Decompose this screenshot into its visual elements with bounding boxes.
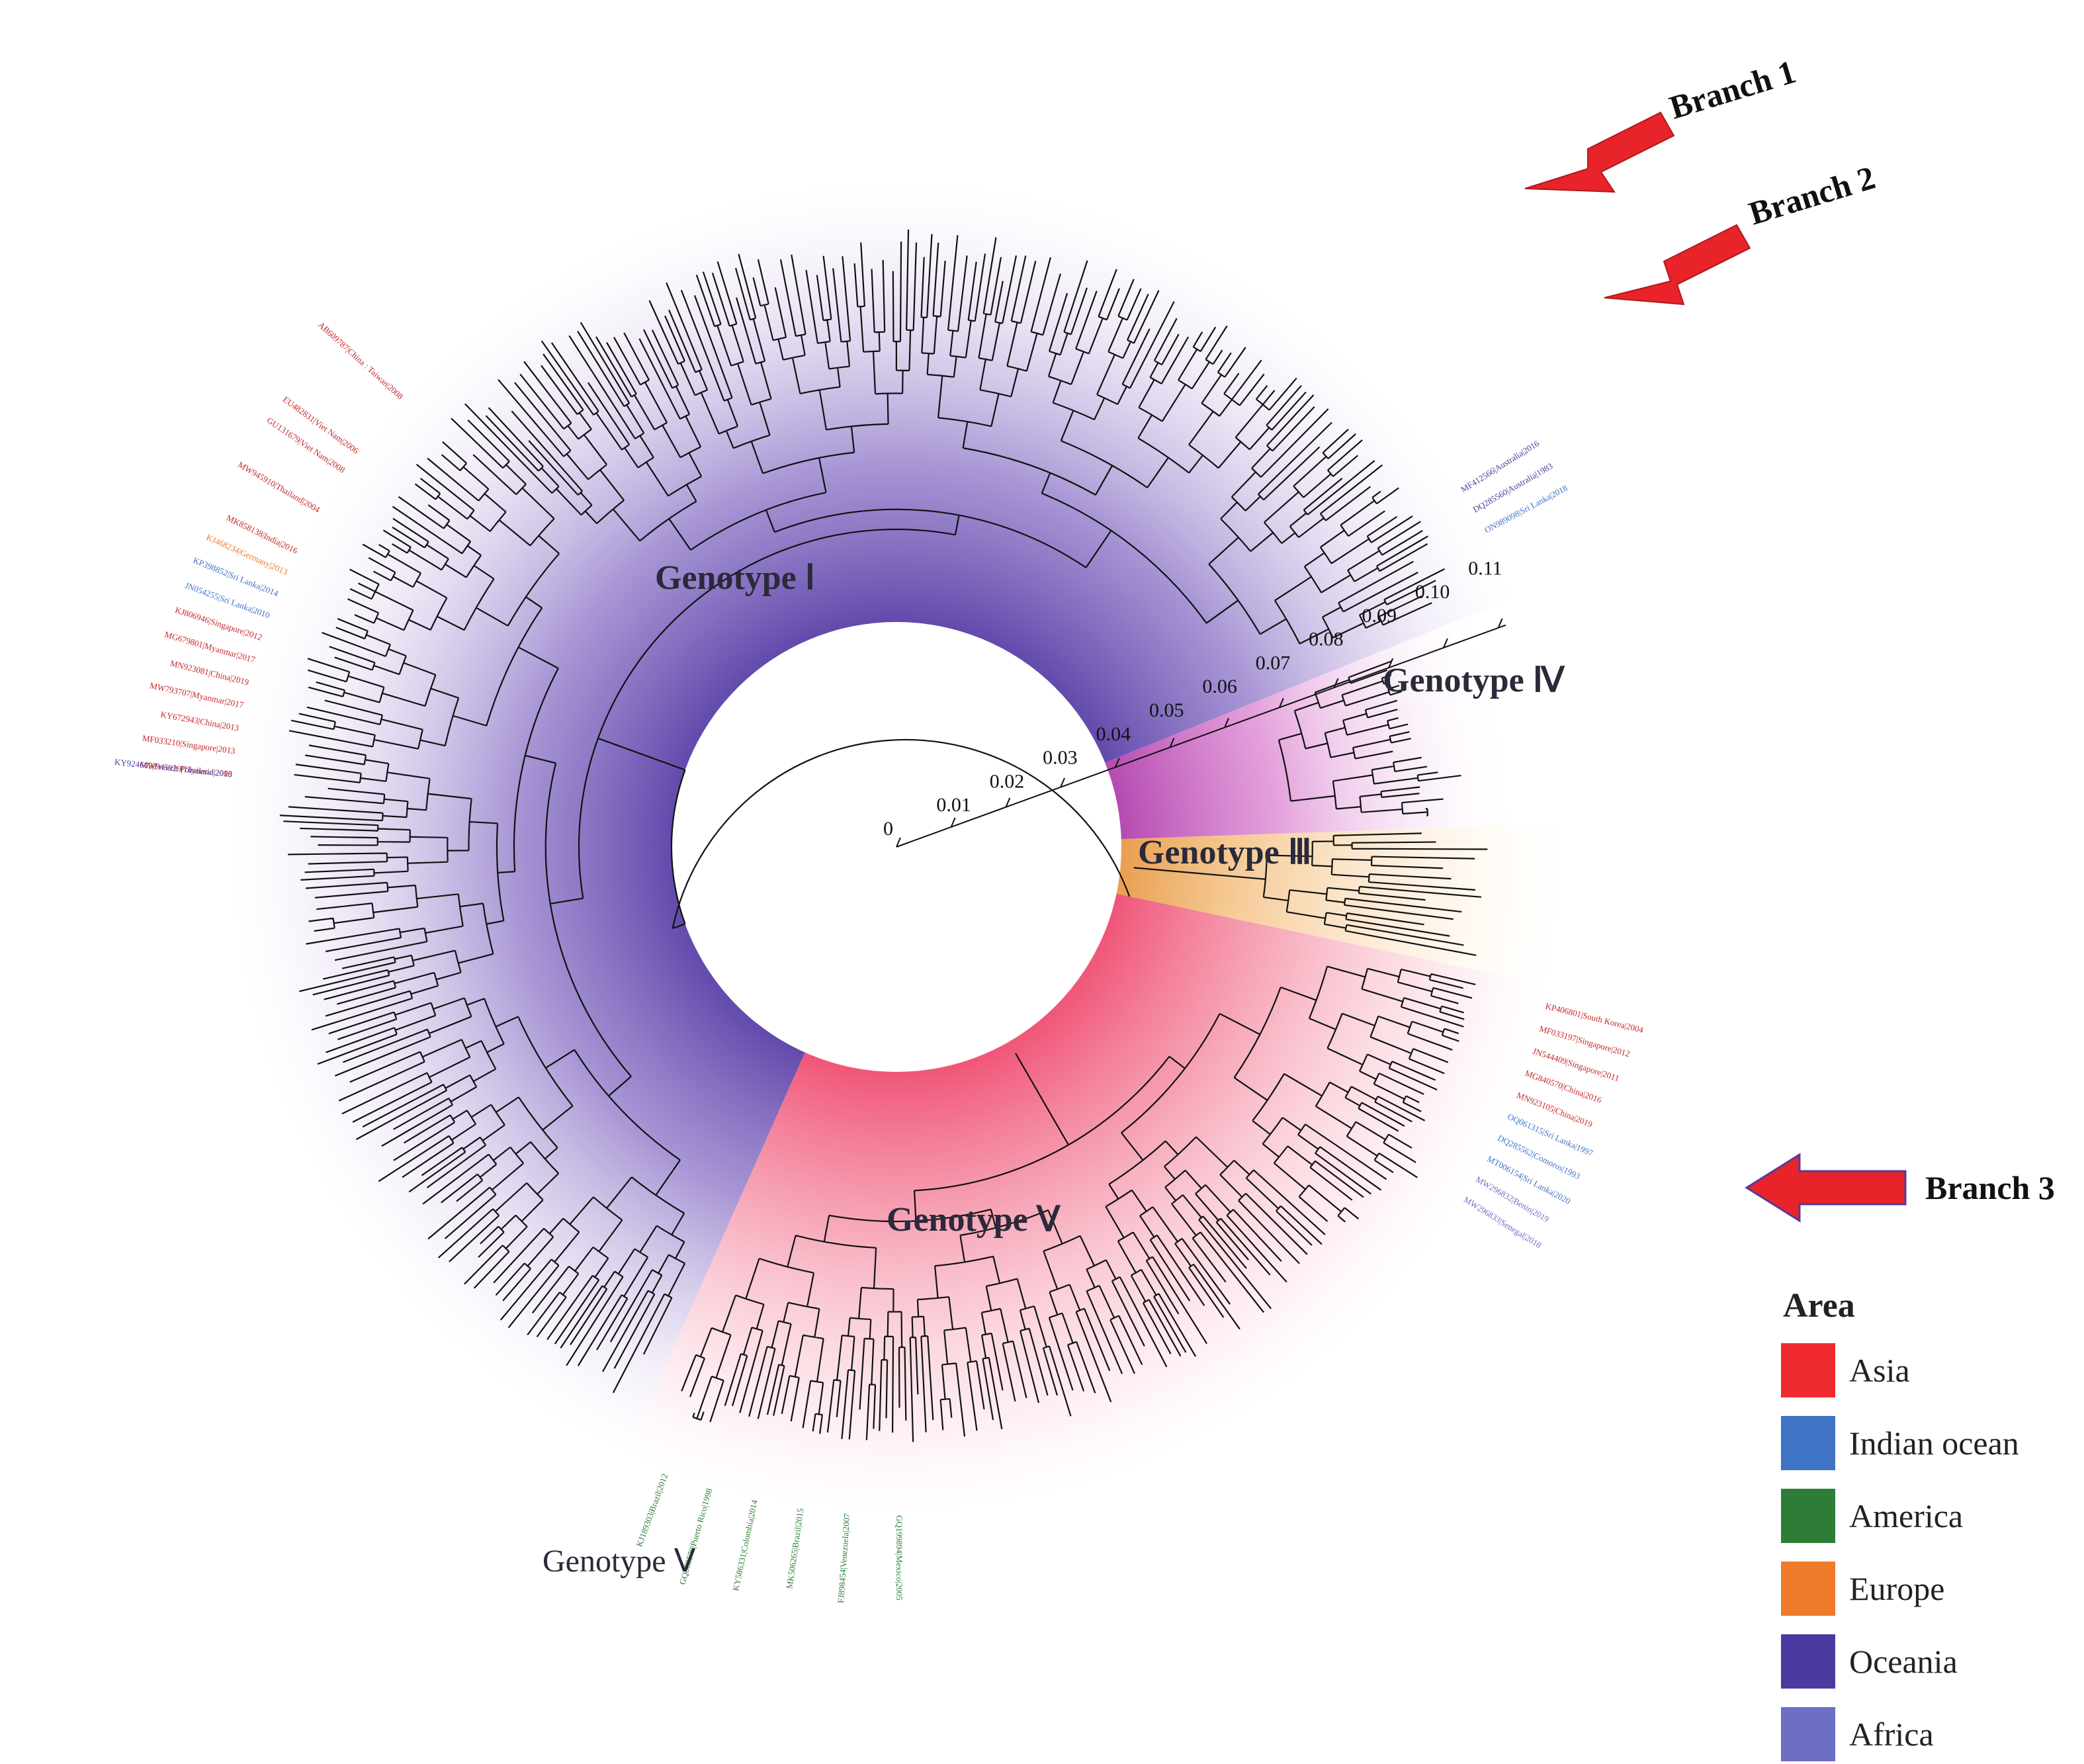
- scale-tick: [1278, 697, 1284, 708]
- tip-label: GU131679|Viet Nam|2008: [265, 415, 347, 474]
- tip-label: MF033210|Singapore|2013: [142, 733, 236, 756]
- genotype-1-label: Genotype Ⅰ: [655, 559, 815, 597]
- distance-scale-bar: 0 0.01 0.02 0.03 0.04 0.05 0.06 0.07 0.08 0.09 0.1…: [883, 557, 1506, 848]
- tip-label: MF412566|Australia|2016: [1459, 438, 1541, 494]
- legend-title: Area: [1783, 1287, 1855, 1325]
- tip-label: AB609787|China : Taiwan|2008: [316, 320, 405, 401]
- genotype-4-sector: [1098, 599, 1558, 840]
- tip-label: EU482831|Viet Nam|2006: [281, 394, 361, 456]
- branch-3-arrow-group: Branch 3: [1745, 1153, 2055, 1223]
- scale-tick-label: 0.05: [1149, 699, 1184, 721]
- tip-label: KY672943|China|2013: [160, 709, 240, 733]
- genotype-5-outer-label: Genotype Ⅴ: [543, 1544, 696, 1579]
- tip-label: MN923081|China|2019: [169, 658, 250, 687]
- branch-2-arrow-group: Branch 2: [1604, 159, 1880, 306]
- scale-tick: [1224, 718, 1230, 728]
- tip-label: ON989098|Sri Lanka|2018: [1483, 483, 1569, 535]
- legend-swatch: [1781, 1707, 1835, 1761]
- legend-label: America: [1849, 1497, 1963, 1534]
- genotype-5-label: Genotype Ⅴ: [887, 1201, 1061, 1239]
- tip-label: MW945910|Thailand|2004: [236, 459, 322, 514]
- genotype-3-label: Genotype Ⅲ: [1138, 834, 1312, 871]
- scale-tick: [1169, 738, 1175, 748]
- scale-tick-label: 0.02: [990, 770, 1025, 792]
- legend-label: Oceania: [1849, 1643, 1958, 1680]
- scale-tick: [950, 817, 956, 828]
- tree-backbone: [597, 737, 1266, 1145]
- scale-tick: [1333, 678, 1339, 688]
- branch-1-arrow-icon: [1524, 111, 1675, 193]
- scale-tick: [1443, 638, 1448, 648]
- tip-label: FJ898454|Venezuela|2007: [836, 1513, 851, 1603]
- scale-tick: [1388, 658, 1394, 668]
- legend-label: Africa: [1849, 1716, 1934, 1753]
- legend-label: Europe: [1849, 1570, 1944, 1607]
- genotype-4-label: Genotype Ⅳ: [1383, 662, 1565, 699]
- branch-2-label: Branch 2: [1745, 159, 1880, 232]
- legend-swatch: [1781, 1634, 1835, 1689]
- legend-swatch: [1781, 1343, 1835, 1397]
- scale-tick-label: 0.11: [1468, 557, 1502, 579]
- scale-tick-label: 0.09: [1362, 605, 1397, 627]
- genotype-3-clade: [1262, 832, 1488, 956]
- tip-label: DQ285560|Australia|1983: [1471, 461, 1555, 514]
- scale-tick-label: 0.07: [1256, 652, 1291, 674]
- scale-tick-label: 0.08: [1309, 629, 1344, 650]
- genotype-1-sector: [234, 185, 1510, 1452]
- genotype-sectors: [234, 185, 1559, 1509]
- scale-tick-label: 0.10: [1415, 581, 1450, 603]
- genotype-3-sector: [1109, 824, 1559, 985]
- legend-swatch: [1781, 1562, 1835, 1616]
- tip-label: KY586331|Colombia|2014: [730, 1499, 760, 1592]
- genotype-4-clade: [1278, 660, 1461, 816]
- tip-label: MW296833|Senegal|2018: [1462, 1194, 1543, 1250]
- tip-label: KY924605|French Polynesia|2013: [114, 757, 232, 779]
- tip-label: MK506265|Brazil|2015: [784, 1508, 805, 1590]
- tip-label: MW793707|Myanmar|2017: [149, 680, 245, 710]
- scale-tick-label: 0: [883, 818, 893, 840]
- branch-1-arrow-group: Branch 1: [1524, 53, 1800, 193]
- genotype-5-sector: [627, 892, 1544, 1509]
- scale-tick: [1114, 758, 1120, 768]
- branch-3-arrow-icon: [1745, 1153, 1907, 1223]
- scale-tick: [1497, 618, 1503, 629]
- branch-1-label: Branch 1: [1665, 53, 1800, 126]
- genotype-1-clade: [279, 229, 1445, 1393]
- scale-tick-label: 0.03: [1043, 747, 1078, 769]
- genotype-5-clade: [681, 965, 1476, 1442]
- scale-tick-label: 0.06: [1202, 676, 1237, 697]
- tip-label: KJ189303|Brazil|2012: [634, 1472, 670, 1548]
- tree-branches: [279, 229, 1488, 1442]
- branch-2-arrow-icon: [1604, 224, 1751, 306]
- legend-swatch: [1781, 1489, 1835, 1543]
- scale-axis-line: [896, 624, 1506, 848]
- scale-tick-label: 0.04: [1096, 723, 1131, 745]
- tip-label: GQ199894|Mexico|2005: [894, 1515, 904, 1601]
- scale-tick-label: 0.01: [936, 794, 971, 816]
- scale-tick: [1060, 777, 1065, 788]
- scale-tick: [1005, 797, 1011, 808]
- legend-swatch: [1781, 1416, 1835, 1470]
- legend-label: Indian ocean: [1849, 1425, 2019, 1462]
- scale-tick: [896, 837, 901, 848]
- legend-label: Asia: [1849, 1352, 1910, 1389]
- branch-3-label: Branch 3: [1925, 1169, 2055, 1206]
